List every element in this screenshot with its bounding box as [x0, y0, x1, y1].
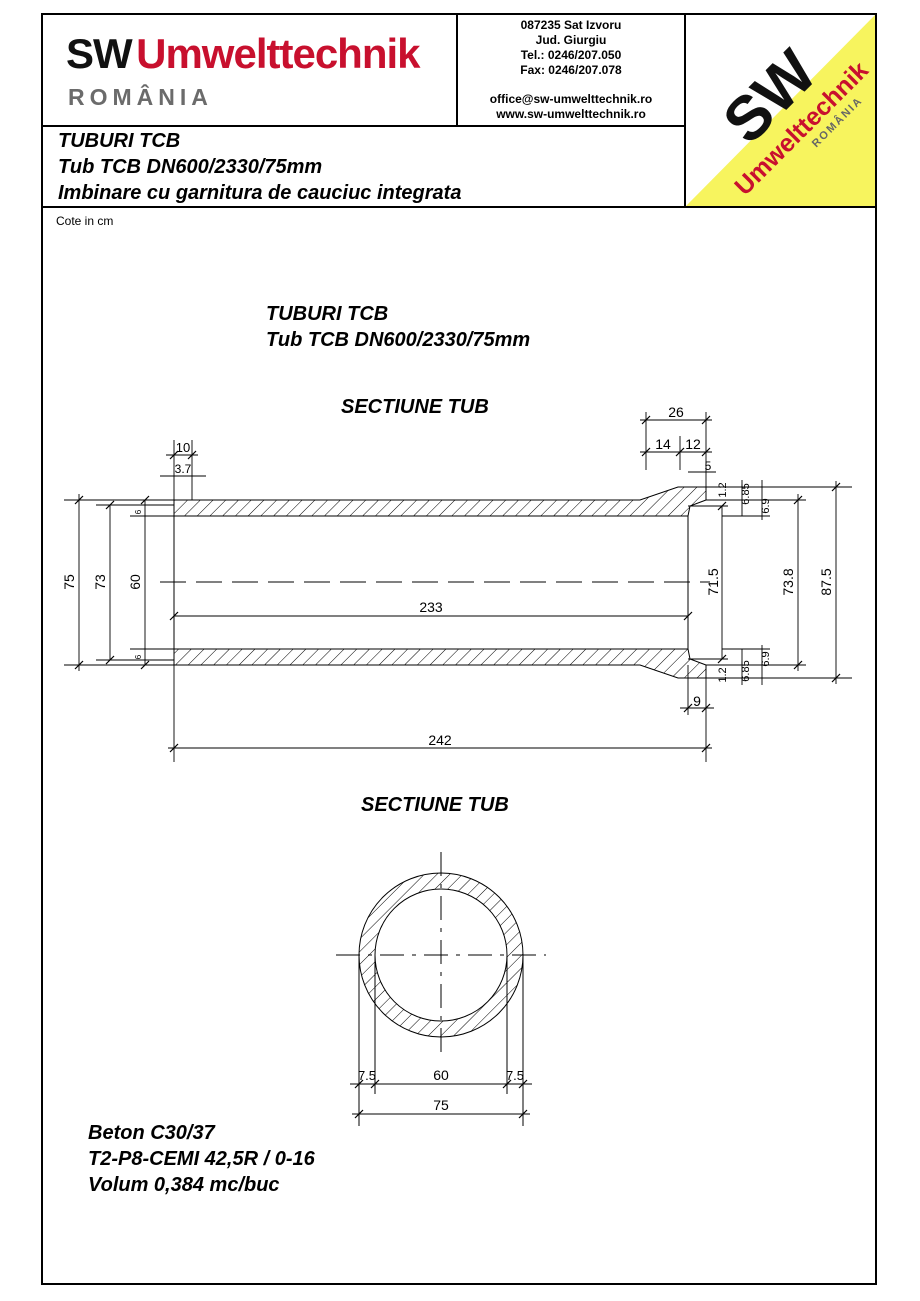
dim-label: 71.5 [705, 568, 721, 595]
dim-label: 73 [92, 574, 108, 590]
pipe-bottom-wall [173, 648, 707, 679]
corner-logo: SW Umwelttechnik ROMÂNIA [686, 15, 875, 206]
long-section-title: SECTIUNE TUB [341, 396, 489, 418]
material-spec: Beton C30/37 T2-P8-CEMI 42,5R / 0-16 Vol… [88, 1120, 315, 1198]
dim-label: 75 [433, 1097, 449, 1113]
dim-label: 7.5 [506, 1068, 524, 1083]
dim-label: 10 [176, 440, 190, 455]
dim-label: 233 [419, 599, 443, 615]
dim-label: 1.2 [717, 482, 729, 497]
contact-block: 087235 Sat Izvoru Jud. Giurgiu Tel.: 024… [458, 18, 684, 122]
dim-label: 6.9 [760, 498, 772, 513]
dim-label: 242 [428, 732, 452, 748]
dim-label: 6.9 [760, 651, 772, 666]
cross-section-title: SECTIUNE TUB [361, 794, 509, 816]
dim-label: 12 [685, 436, 701, 452]
pipe-top-wall [173, 486, 707, 517]
dim-label: 1.2 [717, 667, 729, 682]
dim-label: 6 [134, 654, 143, 659]
header-divider [456, 13, 458, 126]
units-note: Cote in cm [56, 214, 114, 228]
dim-label: 14 [655, 436, 671, 452]
company-logo: SW Umwelttechnik [66, 30, 421, 78]
dim-label: 5 [705, 459, 712, 473]
dim-label: 6.85 [740, 660, 752, 681]
dim-label: 7.5 [358, 1068, 376, 1083]
contact-address: 087235 Sat Izvoru [520, 18, 622, 32]
spec-line: T2-P8-CEMI 42,5R / 0-16 [88, 1148, 315, 1170]
dim-label: 3.7 [175, 462, 192, 476]
dim-label: 60 [433, 1067, 449, 1083]
logo-country: ROMÂNIA [68, 84, 213, 110]
dim-label: 75 [61, 574, 77, 590]
gasket-bottom [160, 659, 174, 666]
dimension-ticks [74, 415, 841, 753]
dimension-labels: 75 73 60 6 6 10 3.7 26 14 12 5 71.5 73.8… [61, 404, 834, 748]
spec-line: Volum 0,384 mc/buc [88, 1174, 280, 1196]
header-divider [41, 125, 686, 127]
dim-label: 6.85 [740, 483, 752, 504]
spec-line: Beton C30/37 [88, 1122, 215, 1144]
contact-fax: Fax: 0246/207.078 [520, 63, 622, 77]
dim-label: 9 [693, 693, 701, 709]
title-line: Imbinare cu garnitura de cauciuc integra… [58, 182, 462, 204]
drawing-heading-line: Tub TCB DN600/2330/75mm [266, 329, 531, 351]
contact-email[interactable]: office@sw-umwelttechnik.ro [489, 92, 653, 106]
dim-label: 6 [134, 509, 143, 514]
document-title: TUBURI TCB Tub TCB DN600/2330/75mm Imbin… [58, 128, 461, 206]
cross-section-labels: 7.5 60 7.5 75 [358, 1067, 524, 1113]
dim-label: 73.8 [780, 568, 796, 595]
dim-label: 60 [127, 574, 143, 590]
header-divider [684, 13, 686, 208]
contact-web[interactable]: www.sw-umwelttechnik.ro [496, 107, 646, 121]
title-line: TUBURI TCB [58, 130, 181, 152]
pipe-longitudinal-section [160, 486, 710, 679]
cross-section-ticks [354, 1079, 528, 1119]
logo-brand-red: Umwelttechnik [136, 30, 420, 77]
dimension-lines [64, 412, 852, 762]
dim-label: 26 [668, 404, 684, 420]
drawing-sheet-frame [41, 13, 877, 1285]
dim-label: 87.5 [818, 568, 834, 595]
gasket-top [160, 499, 174, 506]
drawing-heading: TUBURI TCB Tub TCB DN600/2330/75mm [266, 301, 530, 353]
drawing-heading-line: TUBURI TCB [266, 303, 389, 325]
title-line: Tub TCB DN600/2330/75mm [58, 156, 323, 178]
contact-county: Jud. Giurgiu [535, 33, 607, 47]
pipe-cross-section [336, 852, 546, 1126]
contact-tel: Tel.: 0246/207.050 [520, 48, 622, 62]
header-divider [41, 206, 877, 208]
corner-logo-background [686, 15, 875, 206]
logo-brand-dark: SW [66, 30, 133, 77]
